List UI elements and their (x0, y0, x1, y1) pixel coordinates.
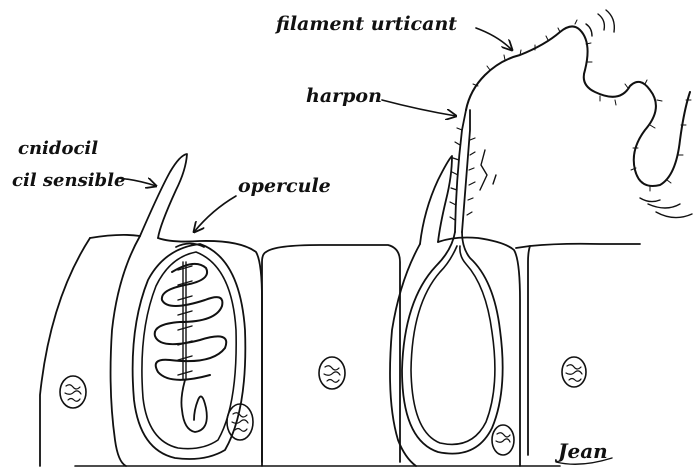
vibration-marks-bottom (640, 198, 692, 218)
epithelial-cell-right (528, 246, 530, 455)
arrow-opercule (194, 196, 236, 232)
discharge-spikes (480, 150, 496, 190)
cell-left-edge (40, 238, 90, 466)
nucleus-3 (319, 357, 345, 389)
nucleus-4 (562, 357, 586, 387)
harpoon-barbs (450, 128, 475, 220)
nucleus-5 (492, 425, 514, 455)
label-cnidocil: cnidocil (18, 138, 98, 159)
stinging-filament (466, 26, 690, 186)
label-opercule: opercule (238, 175, 331, 197)
coiled-filament (155, 262, 227, 432)
filament-bristles (473, 20, 691, 191)
tissue-top-line-left (90, 235, 140, 238)
label-cil-sensible: cil sensible (12, 170, 125, 191)
cnidocyte-discharged (390, 10, 692, 466)
discharged-cell-outer (390, 238, 520, 467)
arrow-harpon (382, 100, 456, 116)
nematocyst-capsule-outer (133, 244, 246, 459)
nucleus-1 (60, 376, 86, 408)
epithelial-cell-middle (262, 245, 400, 462)
epithelium (40, 235, 640, 466)
empty-capsule-outer (402, 232, 503, 454)
signature: Jean (554, 439, 608, 463)
tissue-top-line-right (516, 244, 640, 248)
label-filament-urticant: filament urticant (274, 13, 457, 35)
arrow-filament (476, 28, 512, 50)
vibration-marks-top (586, 10, 614, 36)
annotation-labels: filament urticant harpon cnidocil cil se… (12, 13, 612, 464)
label-harpon: harpon (306, 85, 382, 107)
cnidocil-right (420, 156, 452, 244)
cnidocyte-undischarged (111, 154, 262, 466)
cnidocil (140, 154, 187, 238)
empty-capsule-inner (411, 246, 495, 444)
